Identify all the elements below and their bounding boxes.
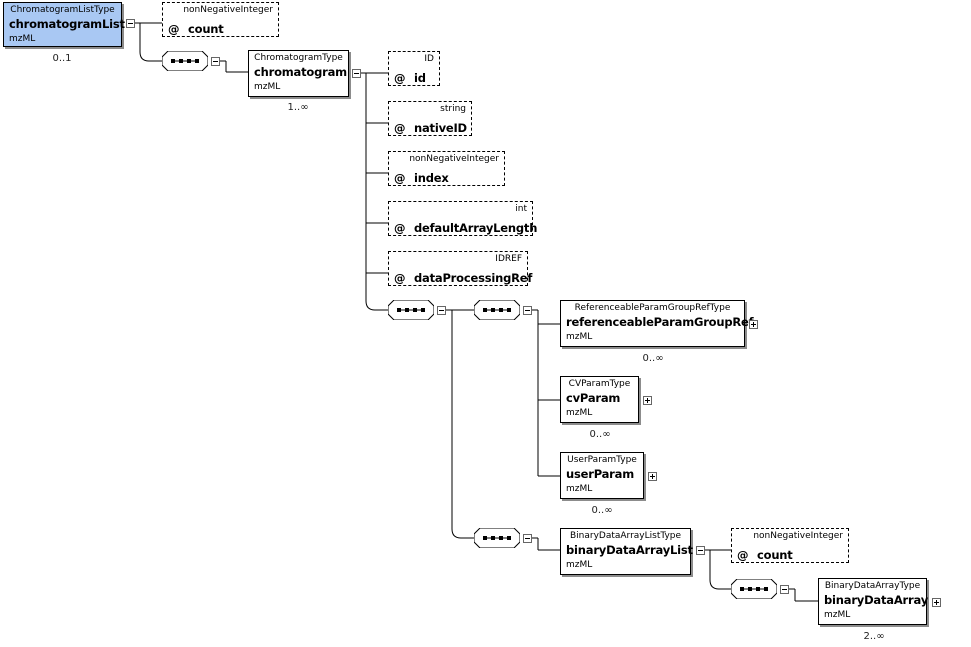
attribute-name: @id [394, 71, 426, 85]
attribute-type: nonNegativeInteger [409, 154, 499, 164]
element-namespace: mzML [566, 560, 593, 570]
expand-toggle-icon[interactable] [749, 320, 758, 329]
cardinality-label: 0..∞ [589, 429, 611, 440]
attribute-name: @index [394, 171, 449, 185]
expand-toggle-icon[interactable] [932, 598, 941, 607]
element-namespace: mzML [9, 34, 36, 44]
collapse-toggle-icon[interactable] [437, 306, 446, 315]
element-name: cvParam [566, 391, 621, 405]
cardinality-label: 0..∞ [591, 505, 613, 516]
element-type: ReferenceableParamGroupRefType [574, 303, 731, 313]
attribute-data-processing-ref[interactable]: IDREF @dataProcessingRef [388, 251, 532, 286]
collapse-toggle-icon[interactable] [126, 19, 135, 28]
attribute-type: nonNegativeInteger [183, 5, 273, 15]
element-namespace: mzML [566, 332, 593, 342]
chromatogram-list-element[interactable]: ChromatogramListType chromatogramList mz… [3, 2, 125, 47]
sequence-compositor-icon[interactable] [388, 300, 434, 320]
element-type: BinaryDataArrayType [824, 581, 921, 591]
cardinality-label: 1..∞ [287, 102, 309, 113]
element-name: chromatogramList [9, 17, 125, 31]
sequence-compositor-icon[interactable] [162, 51, 208, 71]
element-name: chromatogram [254, 65, 347, 79]
element-type: UserParamType [567, 455, 637, 465]
binary-data-array-element[interactable]: BinaryDataArrayType binaryDataArray mzML [818, 578, 928, 625]
binary-data-array-list-element[interactable]: BinaryDataArrayListType binaryDataArrayL… [560, 528, 693, 575]
element-namespace: mzML [254, 82, 281, 92]
attribute-count[interactable]: nonNegativeInteger @count [162, 2, 279, 37]
attribute-name: @count [737, 548, 793, 562]
referenceable-param-group-ref-element[interactable]: ReferenceableParamGroupRefType reference… [560, 300, 754, 347]
attribute-default-array-length[interactable]: int @defaultArrayLength [388, 201, 537, 236]
sequence-compositor-icon[interactable] [731, 579, 777, 599]
element-name: binaryDataArray [824, 593, 928, 607]
collapse-toggle-icon[interactable] [211, 57, 220, 66]
attribute-type: IDREF [495, 254, 522, 264]
attribute-name: @defaultArrayLength [394, 221, 538, 235]
element-type: ChromatogramType [254, 53, 343, 63]
attribute-binary-count[interactable]: nonNegativeInteger @count [731, 528, 849, 563]
attribute-type: nonNegativeInteger [753, 531, 843, 541]
element-name: referenceableParamGroupRef [566, 315, 754, 329]
attribute-native-id[interactable]: string @nativeID [388, 101, 472, 136]
collapse-toggle-icon[interactable] [523, 534, 532, 543]
attribute-id[interactable]: ID @id [388, 51, 440, 86]
element-namespace: mzML [566, 484, 593, 494]
collapse-toggle-icon[interactable] [696, 546, 705, 555]
attribute-type: string [440, 104, 466, 114]
element-type: BinaryDataArrayListType [569, 531, 682, 541]
attribute-type: int [515, 204, 527, 214]
cardinality-label: 0..∞ [642, 353, 664, 364]
attribute-name: @nativeID [394, 121, 467, 135]
expand-toggle-icon[interactable] [643, 396, 652, 405]
collapse-toggle-icon[interactable] [523, 306, 532, 315]
chromatogram-element[interactable]: ChromatogramType chromatogram mzML [248, 50, 349, 97]
attribute-name: @count [168, 22, 224, 36]
element-type: ChromatogramListType [10, 5, 115, 15]
collapse-toggle-icon[interactable] [780, 585, 789, 594]
element-namespace: mzML [824, 610, 851, 620]
sequence-compositor-icon[interactable] [474, 528, 520, 548]
attribute-index[interactable]: nonNegativeInteger @index [388, 151, 505, 186]
attribute-name: @dataProcessingRef [394, 271, 533, 285]
element-name: binaryDataArrayList [566, 543, 693, 557]
cv-param-element[interactable]: CVParamType cvParam mzML [560, 376, 639, 423]
element-type: CVParamType [568, 379, 631, 389]
attribute-type: ID [424, 54, 434, 64]
sequence-compositor-icon[interactable] [474, 300, 520, 320]
collapse-toggle-icon[interactable] [352, 69, 361, 78]
expand-toggle-icon[interactable] [648, 472, 657, 481]
cardinality-label: 2..∞ [863, 631, 885, 642]
element-name: userParam [566, 467, 634, 481]
element-namespace: mzML [566, 408, 593, 418]
user-param-element[interactable]: UserParamType userParam mzML [560, 452, 644, 499]
cardinality-label: 0..1 [52, 53, 72, 64]
